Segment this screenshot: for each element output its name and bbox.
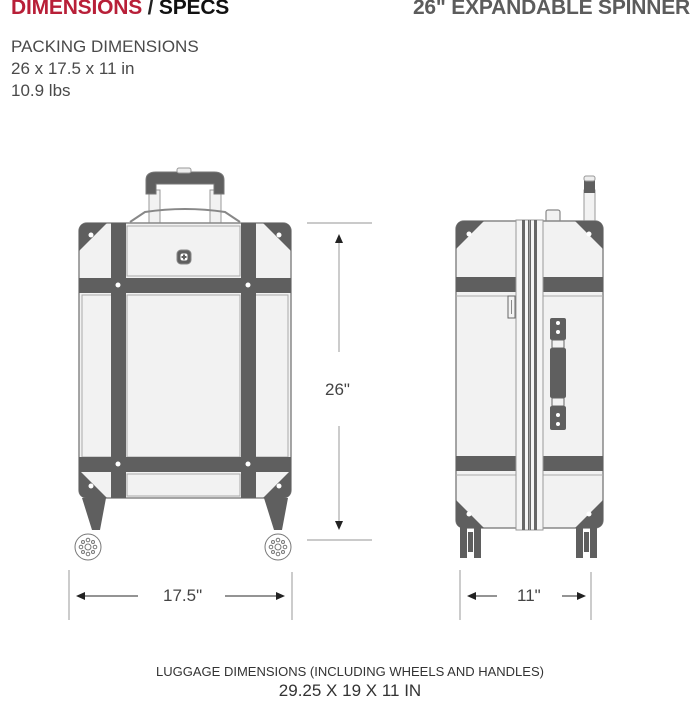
arrow-left-icon [467, 592, 476, 600]
front-wheel-left [74, 533, 102, 561]
arrow-right-icon [276, 592, 285, 600]
page-title: DIMENSIONS / SPECS [11, 0, 229, 20]
side-carry-handle [550, 318, 566, 430]
packing-dimensions: 26 x 17.5 x 11 in [11, 59, 135, 78]
luggage-dimensions-value: 29.25 X 19 X 11 IN [278, 681, 422, 700]
height-label: 26" [325, 380, 350, 399]
side-view-suitcase [455, 175, 604, 558]
luggage-dimensions-label: LUGGAGE DIMENSIONS (INCLUDING WHEELS AND… [156, 664, 544, 679]
width-label: 17.5" [163, 586, 203, 605]
depth-dimension [459, 570, 592, 620]
depth-label: 11" [517, 586, 541, 605]
title-rest: SPECS [158, 0, 230, 19]
front-wheel-right [264, 533, 292, 561]
front-view-suitcase [74, 167, 292, 561]
arrow-left-icon [76, 592, 85, 600]
swiss-cross-logo-icon [176, 249, 192, 265]
packing-info: PACKING DIMENSIONS 26 x 17.5 x 11 in 10.… [11, 36, 199, 102]
telescoping-handle [129, 167, 241, 224]
arrow-right-icon [577, 592, 586, 600]
width-dimension [68, 570, 293, 620]
height-dimension [307, 222, 372, 541]
packing-weight: 10.9 lbs [11, 81, 71, 100]
arrow-down-icon [335, 521, 343, 530]
title-accent: DIMENSIONS [11, 0, 143, 19]
packing-label: PACKING DIMENSIONS [11, 37, 199, 56]
expansion-zipper [515, 219, 544, 531]
title-separator: / [142, 0, 159, 19]
product-name: 26" EXPANDABLE SPINNER [412, 0, 690, 19]
arrow-up-icon [335, 234, 343, 243]
